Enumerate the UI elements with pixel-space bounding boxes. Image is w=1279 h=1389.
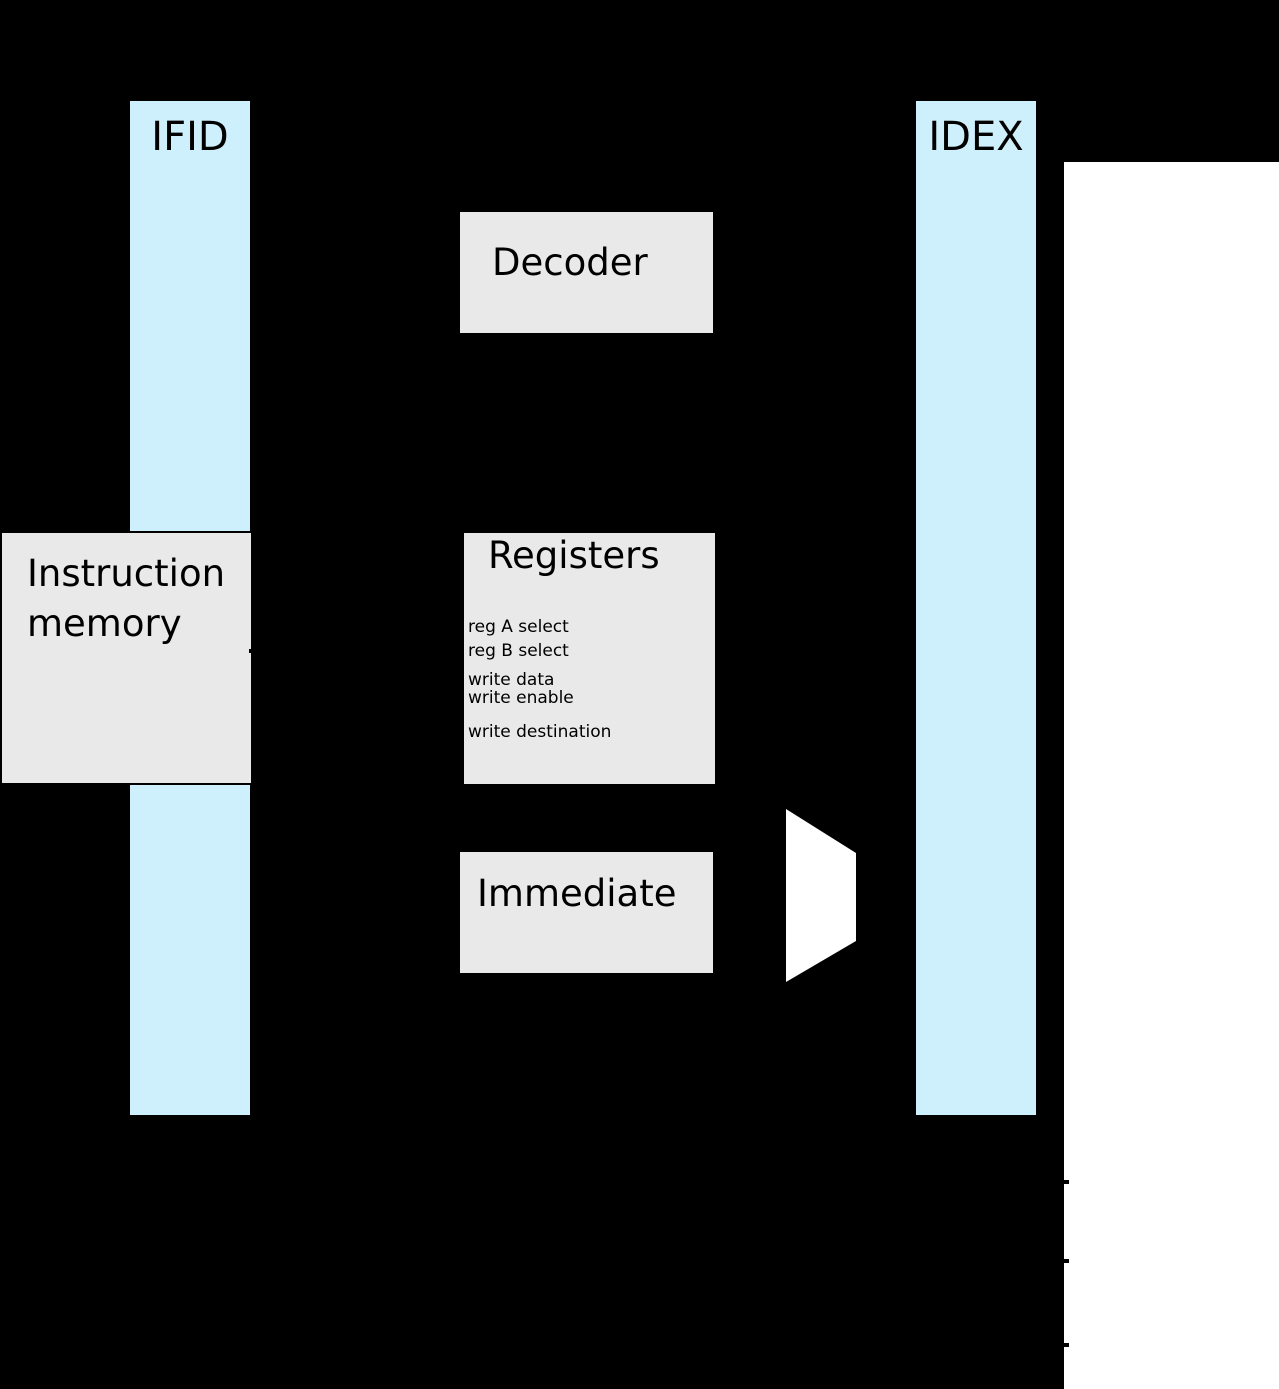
pipeline-register-idex: IDEX [914, 99, 1038, 1117]
port-reg-b-select: reg B select [468, 641, 569, 661]
registers-label: Registers [488, 534, 660, 577]
mux [786, 809, 856, 982]
block-decoder: Decoder [458, 210, 715, 335]
next-stage-area [1064, 162, 1279, 1389]
mux-shape [786, 809, 856, 982]
port-write-destination: write destination [468, 722, 612, 742]
port-write-data: write data [468, 670, 555, 690]
block-instruction-memory: Instruction memory [0, 531, 253, 785]
wire-stub [249, 649, 253, 653]
wire-stub [1064, 1259, 1069, 1263]
wire-stub [1064, 1343, 1069, 1347]
block-immediate: Immediate [458, 850, 715, 975]
immediate-label: Immediate [477, 872, 677, 915]
block-registers: Registers reg A select reg B select writ… [462, 531, 717, 786]
idex-label: IDEX [928, 114, 1024, 160]
decoder-label: Decoder [492, 241, 648, 284]
wire-stub [250, 119, 254, 124]
instruction-memory-label: Instruction memory [27, 552, 226, 645]
port-reg-a-select: reg A select [468, 617, 569, 637]
ifid-label: IFID [151, 114, 229, 160]
port-write-enable: write enable [468, 688, 574, 708]
wire-stub [1064, 1180, 1069, 1184]
